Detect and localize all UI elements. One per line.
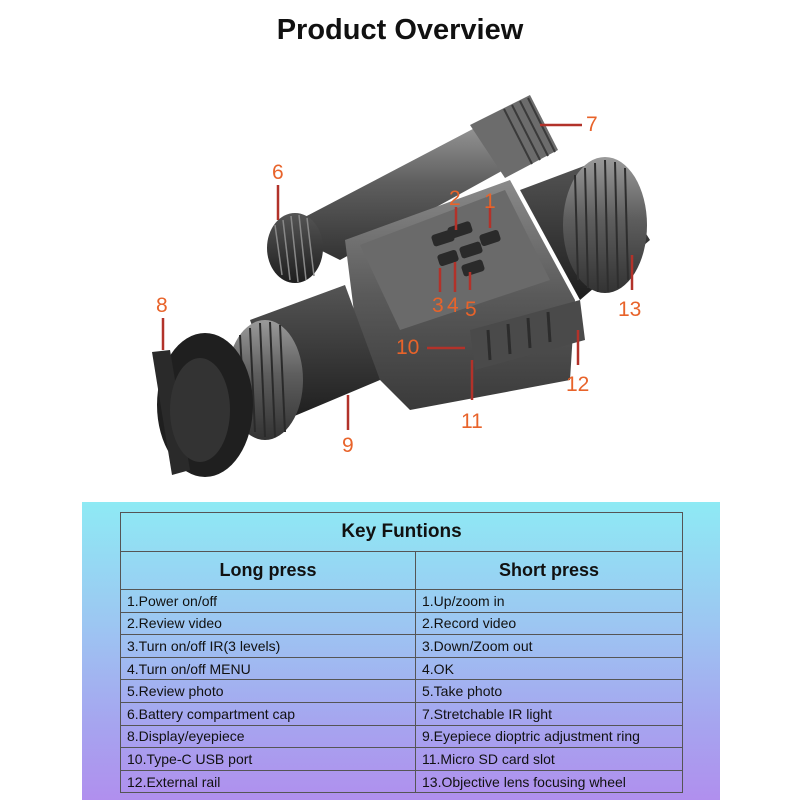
short-press-cell: 11.Micro SD card slot: [415, 747, 683, 771]
long-press-cell: 8.Display/eyepiece: [120, 724, 416, 749]
night-vision-scope-illustration: [152, 95, 650, 477]
leader-lines: [161, 123, 634, 430]
short-press-cell: 4.OK: [415, 656, 683, 681]
callout-9: 9: [342, 434, 354, 457]
long-press-cell: 1.Power on/off: [120, 589, 416, 613]
main-body: [345, 180, 585, 410]
table-row: 4.Turn on/off MENU 4.OK: [120, 656, 683, 681]
table-row: 5.Review photo 5.Take photo: [120, 679, 683, 703]
page-title: Product Overview: [276, 14, 524, 46]
table-title: Key Funtions: [120, 512, 683, 552]
callout-6: 6: [272, 161, 284, 184]
short-press-cell: 7.Stretchable IR light: [415, 701, 683, 726]
key-functions-panel: Key Funtions Long press Short press 1.Po…: [82, 502, 720, 800]
callout-12: 12: [566, 373, 590, 396]
short-press-cell: 3.Down/Zoom out: [415, 634, 683, 658]
long-press-cell: 3.Turn on/off IR(3 levels): [120, 634, 416, 658]
table-row: 2.Review video 2.Record video: [120, 611, 683, 636]
long-press-cell: 10.Type-C USB port: [120, 747, 416, 771]
key-functions-table: Key Funtions Long press Short press 1.Po…: [120, 512, 683, 794]
callout-8: 8: [156, 294, 168, 317]
objective-lens: [520, 157, 650, 300]
eyepiece: [152, 285, 380, 477]
callout-3: 3: [432, 294, 444, 317]
table-row: 12.External rail 13.Objective lens focus…: [120, 769, 683, 794]
product-diagram: 1 2 3 4 5 6 7 8 9 10 11 12 13: [0, 60, 800, 500]
callout-13: 13: [618, 298, 642, 321]
table-row: 3.Turn on/off IR(3 levels) 3.Down/Zoom o…: [120, 634, 683, 658]
short-press-cell: 1.Up/zoom in: [415, 589, 683, 613]
callout-11: 11: [461, 410, 483, 433]
table-row: 8.Display/eyepiece 9.Eyepiece dioptric a…: [120, 724, 683, 749]
long-press-cell: 4.Turn on/off MENU: [120, 656, 416, 681]
long-press-cell: 12.External rail: [120, 769, 416, 794]
short-press-cell: 9.Eyepiece dioptric adjustment ring: [415, 724, 683, 749]
callout-1: 1: [484, 190, 496, 213]
short-press-cell: 2.Record video: [415, 611, 683, 636]
table-row: 6.Battery compartment cap 7.Stretchable …: [120, 701, 683, 726]
column-header-short-press: Short press: [415, 551, 683, 590]
long-press-cell: 2.Review video: [120, 611, 416, 636]
callout-5: 5: [465, 298, 477, 321]
table-row: 10.Type-C USB port 11.Micro SD card slot: [120, 747, 683, 771]
callout-4: 4: [447, 294, 459, 317]
table-row: 1.Power on/off 1.Up/zoom in: [120, 589, 683, 613]
long-press-cell: 6.Battery compartment cap: [120, 701, 416, 726]
short-press-cell: 5.Take photo: [415, 679, 683, 703]
callout-2: 2: [449, 187, 461, 210]
callout-10: 10: [396, 336, 420, 359]
column-header-long-press: Long press: [120, 551, 416, 590]
short-press-cell: 13.Objective lens focusing wheel: [415, 769, 683, 794]
callout-7: 7: [586, 113, 598, 136]
long-press-cell: 5.Review photo: [120, 679, 416, 703]
